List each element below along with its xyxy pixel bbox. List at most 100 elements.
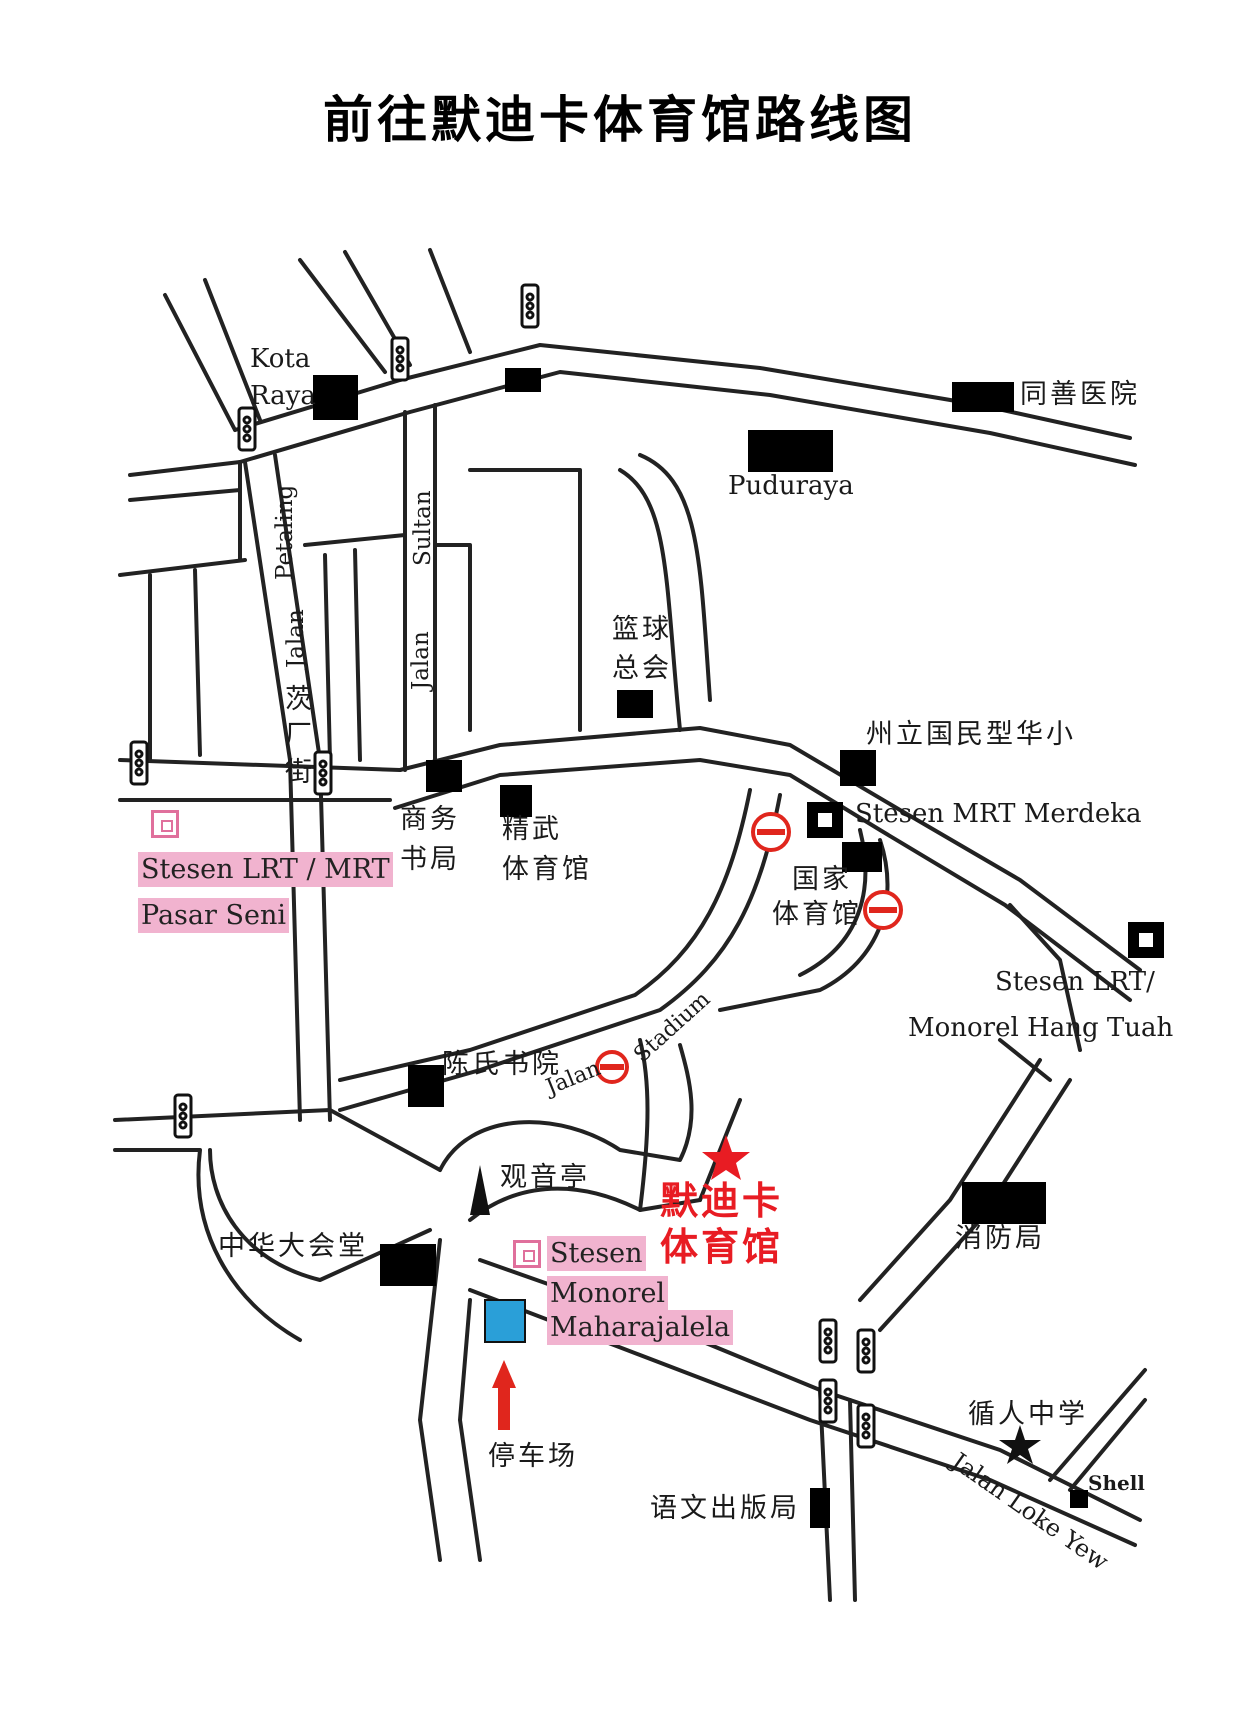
road-segment <box>458 1298 482 1562</box>
traffic-light-icon <box>818 1378 838 1424</box>
label-tung-shin: 同善医院 <box>1020 379 1140 410</box>
road-segment <box>193 568 202 757</box>
road-segment <box>353 548 362 762</box>
building-top <box>505 368 541 392</box>
label-puduraya: Puduraya <box>728 471 854 501</box>
label-maharajalela-2: Monorel <box>547 1276 669 1312</box>
label-fire-station: 消防局 <box>955 1223 1045 1254</box>
label-hang-tuah-2: Monorel Hang Tuah <box>908 1013 1174 1043</box>
road-segment <box>858 1058 1042 1302</box>
label-kota-raya-2: Raya <box>250 381 316 411</box>
label-confucian-school: 循人中学 <box>968 1399 1088 1430</box>
arrow-up-icon <box>492 1360 516 1430</box>
star-icon <box>999 1425 1041 1464</box>
road-segment <box>323 553 332 762</box>
road-label-sultan-jalan: Jalan <box>408 631 434 690</box>
road-segment <box>698 1098 742 1202</box>
station-mrt-merdeka-icon <box>807 802 843 838</box>
label-chan-she: 陈氏书院 <box>442 1049 562 1080</box>
building-basketball <box>617 690 653 718</box>
traffic-light-icon <box>856 1403 876 1449</box>
road-segment <box>113 1148 302 1342</box>
traffic-light-icon <box>818 1318 838 1364</box>
building-kota-raya <box>313 375 358 420</box>
road-segment <box>438 1043 694 1172</box>
no-entry-icon <box>595 1050 629 1084</box>
building-chin-woo <box>500 785 532 817</box>
road-segment <box>243 460 302 1122</box>
building-school <box>840 750 876 786</box>
road-segment <box>428 248 472 354</box>
road-segment <box>433 543 472 732</box>
road-segment <box>638 453 712 702</box>
label-maharajalela-1: Stesen <box>547 1236 646 1272</box>
label-mrt-merdeka: Stesen MRT Merdeka <box>855 799 1142 829</box>
building-puduraya <box>748 430 833 472</box>
road-label-petaling-jalan: Jalan <box>283 609 309 668</box>
no-entry-icon <box>751 812 791 852</box>
label-guanyin: 观音亭 <box>500 1162 590 1193</box>
station-hang-tuah-icon <box>1128 922 1164 958</box>
road-segment <box>203 278 262 422</box>
traffic-light-icon <box>129 740 149 786</box>
label-maharajalela-3: Maharajalela <box>547 1310 734 1346</box>
road-segment <box>1048 1368 1147 1482</box>
traffic-light-icon <box>390 336 410 382</box>
label-kota-raya-1: Kota <box>250 344 311 374</box>
road-label-sultan: Sultan <box>410 490 436 566</box>
label-chin-woo-2: 体育馆 <box>502 854 592 885</box>
traffic-light-icon <box>856 1328 876 1374</box>
label-venue-2: 体育馆 <box>660 1225 784 1269</box>
building-commercial-press <box>426 760 462 792</box>
road-segment <box>128 488 242 502</box>
station-pasar-seni-icon <box>151 810 179 838</box>
traffic-light-icon <box>520 283 540 329</box>
road-segment <box>468 468 582 732</box>
building-assembly-hall <box>380 1244 436 1286</box>
road-segment <box>113 1108 442 1172</box>
label-venue-1: 默迪卡 <box>660 1179 784 1223</box>
parking-marker <box>484 1299 526 1343</box>
traffic-light-icon <box>173 1093 193 1139</box>
building-fire-station <box>962 1182 1046 1224</box>
traffic-light-icon <box>237 406 257 452</box>
no-entry-icon <box>863 890 903 930</box>
label-dbp: 语文出版局 <box>650 1493 800 1524</box>
label-chin-woo-1: 精武 <box>502 814 562 845</box>
road-segment <box>163 293 237 432</box>
road-segment <box>398 726 1142 972</box>
label-pasar-seni-2: Pasar Seni <box>138 898 289 934</box>
road-segment <box>998 1038 1052 1082</box>
road-segment <box>338 788 752 1082</box>
building-national-stadium <box>842 842 882 872</box>
road-segment <box>303 533 407 547</box>
road-segment <box>418 1238 442 1562</box>
road-segment <box>848 1398 857 1602</box>
road-segment <box>208 1148 432 1282</box>
road-network <box>113 248 1147 1602</box>
road-label-petaling: Petaling <box>272 484 298 580</box>
label-national-stadium-2: 体育馆 <box>772 899 862 930</box>
page-title: 前往默迪卡体育馆路线图 <box>323 91 917 149</box>
road-segment <box>393 758 1132 1002</box>
pagoda-icon <box>470 1165 490 1215</box>
road-segment <box>1008 903 1082 1052</box>
road-segment <box>118 758 402 772</box>
label-hang-tuah-1: Stesen LRT/ <box>995 967 1155 997</box>
building-tung-shin <box>952 382 1014 412</box>
label-school: 州立国民型华小 <box>866 719 1076 750</box>
label-basketball-2: 总会 <box>612 653 672 684</box>
label-assembly-hall: 中华大会堂 <box>218 1231 368 1262</box>
road-segment <box>618 468 682 732</box>
building-chan-she <box>408 1065 444 1107</box>
building-shell <box>1070 1490 1088 1508</box>
road-segment <box>468 1186 702 1222</box>
road-label-petaling-zh: 茨厂街 <box>285 684 315 788</box>
road-segment <box>118 558 247 577</box>
road-segment <box>238 370 1137 467</box>
label-pasar-seni-1: Stesen LRT / MRT <box>138 852 393 888</box>
station-maharajalela-icon <box>513 1240 541 1268</box>
label-national-stadium-1: 国家 <box>792 864 852 895</box>
road-segment <box>128 460 242 477</box>
